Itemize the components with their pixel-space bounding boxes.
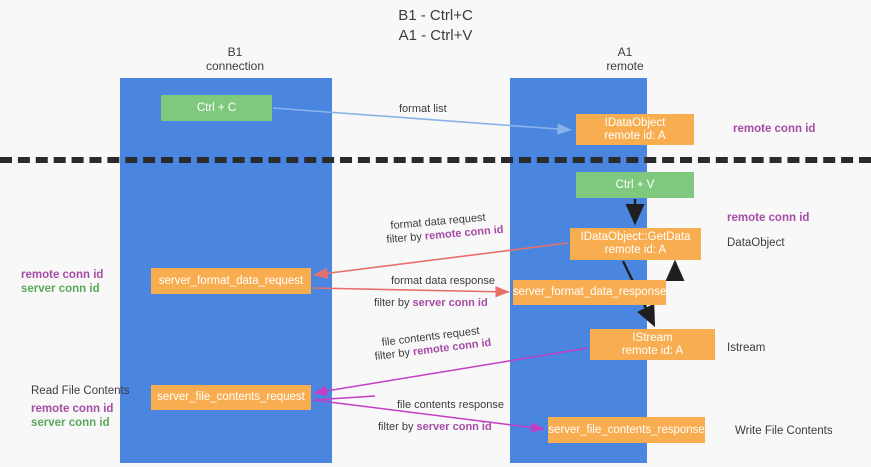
annotation-istream: Istream — [727, 342, 766, 354]
node-ctrl-c[interactable]: Ctrl + C — [161, 95, 272, 121]
annotation-left-bottom-server: server conn id — [31, 417, 110, 429]
annotation-remote-conn-id-top: remote conn id — [733, 123, 816, 135]
node-server-format-data-response[interactable]: server_format_data_response — [513, 280, 666, 305]
lane-header-b1: B1 connection — [205, 45, 265, 73]
filter-prefix: filter by — [374, 346, 414, 363]
annotation-read-file-contents: Read File Contents — [31, 385, 130, 397]
annotation-remote-conn-id-mid: remote conn id — [727, 212, 810, 224]
edge-label-file-contents-response: file contents response — [397, 399, 505, 411]
diagram-title: B1 - Ctrl+C A1 - Ctrl+V — [398, 7, 473, 44]
edge-format-data-response — [312, 286, 510, 298]
filter-prefix: filter by — [378, 421, 417, 433]
node-server-file-contents-request[interactable]: server_file_contents_request — [151, 385, 311, 410]
node-ctrl-v[interactable]: Ctrl + V — [576, 172, 694, 198]
filter-prefix: filter by — [374, 297, 413, 309]
node-idataobject[interactable]: IDataObject remote id: A — [576, 114, 694, 145]
annotation-left-mid: remote conn id server conn id — [21, 268, 103, 296]
node-server-file-contents-response[interactable]: server_file_contents_response — [548, 417, 705, 443]
annotation-left-bottom: Read File Contents remote conn id server… — [31, 384, 129, 430]
lane-header-a1: A1 remote — [606, 45, 644, 73]
node-idataobject-getdata[interactable]: IDataObject::GetData remote id: A — [570, 228, 701, 260]
edge-label-format-list: format list — [399, 103, 447, 115]
filter-prefix: filter by — [386, 230, 426, 246]
edge-label-file-contents-response-filter: filter by server conn id — [378, 421, 492, 433]
edge-label-format-data-response-filter: filter by server conn id — [374, 297, 488, 309]
annotation-left-mid-server: server conn id — [21, 283, 100, 295]
annotation-left-bottom-remote: remote conn id — [31, 403, 114, 415]
annotation-left-mid-remote: remote conn id — [21, 269, 104, 281]
edge-label-format-data-response: format data response — [391, 275, 495, 287]
node-server-format-data-request[interactable]: server_format_data_request — [151, 268, 311, 294]
node-istream[interactable]: IStream remote id: A — [590, 329, 715, 360]
filter-key-server-conn-id: server conn id — [416, 421, 492, 433]
annotation-dataobject: DataObject — [727, 237, 785, 249]
section-divider — [0, 157, 871, 163]
filter-key-server-conn-id: server conn id — [412, 297, 488, 309]
annotation-write-file-contents: Write File Contents — [735, 425, 833, 437]
